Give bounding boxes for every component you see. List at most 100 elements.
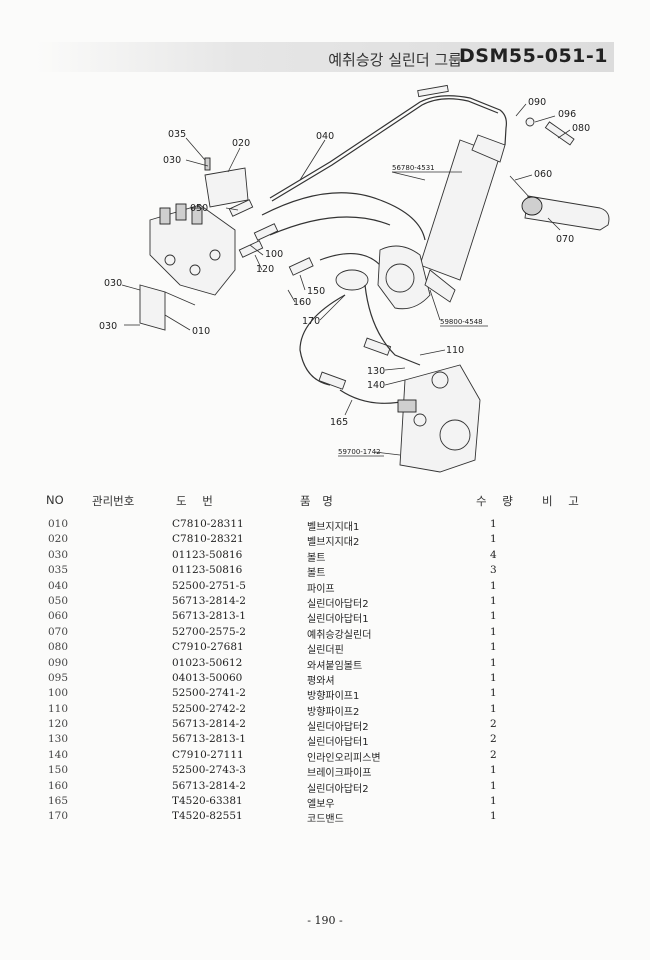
pipe-040 — [269, 95, 507, 199]
row-no: 110 — [48, 702, 69, 715]
row-drawing-no: T4520-82551 — [172, 810, 243, 823]
cylinder-070 — [509, 175, 610, 231]
row-qty: 1 — [490, 795, 497, 808]
callout-060: 060 — [534, 169, 552, 180]
callout-040: 040 — [316, 131, 334, 142]
row-drawing-no: 04013-50060 — [172, 671, 243, 684]
row-drawing-no: 01023-50612 — [172, 656, 243, 669]
header-drawing-no: 도 번 — [176, 494, 219, 508]
row-part-name: 실린더아답터1 — [307, 737, 369, 749]
row-drawing-no: 56713-2813-1 — [172, 733, 246, 746]
row-no: 070 — [48, 625, 69, 638]
row-no: 165 — [48, 795, 69, 808]
callout-096: 096 — [558, 109, 576, 120]
row-drawing-no: T4520-63381 — [172, 795, 243, 808]
row-part-name: 와셔붙임볼트 — [307, 660, 363, 672]
callout-120: 120 — [256, 264, 274, 275]
row-part-name: 볼트 — [307, 552, 326, 564]
row-qty: 1 — [490, 533, 497, 546]
header-part-name: 품 명 — [300, 494, 337, 508]
row-no: 095 — [48, 671, 69, 684]
row-part-name: 브레이크파이프 — [307, 768, 372, 780]
bracket-010 — [139, 284, 166, 331]
row-qty: 1 — [490, 518, 497, 530]
header-remark: 비 고 — [542, 494, 585, 508]
row-drawing-no: C7810-28311 — [172, 518, 244, 530]
row-qty: 4 — [490, 548, 497, 561]
leader-lines — [121, 103, 571, 456]
page-number: - 190 - — [307, 914, 343, 927]
ref-59800-4548: 59800-4548 — [440, 318, 483, 326]
row-qty: 1 — [490, 656, 497, 669]
row-qty: 1 — [490, 764, 497, 777]
row-no: 050 — [48, 594, 69, 607]
callout-100: 100 — [265, 249, 283, 260]
fittings — [228, 199, 392, 390]
row-no: 150 — [48, 764, 69, 777]
row-no: 040 — [48, 579, 69, 592]
page-title-code: DSM55-051-1 — [459, 45, 608, 67]
row-drawing-no: 01123-50816 — [172, 548, 243, 561]
row-qty: 1 — [490, 594, 497, 607]
row-part-name: 파이프 — [307, 583, 335, 595]
row-drawing-no: 52700-2575-2 — [172, 625, 246, 638]
pipe-100 — [261, 192, 426, 241]
row-qty: 2 — [490, 733, 497, 746]
bracket-020 — [204, 167, 249, 208]
callout-160: 160 — [293, 297, 311, 308]
row-drawing-no: 01123-50816 — [172, 564, 243, 577]
band-170 — [335, 269, 369, 291]
header-qty: 수 량 — [476, 494, 519, 508]
hydraulic-body — [397, 364, 481, 473]
row-drawing-no: 56713-2813-1 — [172, 610, 246, 623]
row-qty: 1 — [490, 810, 497, 823]
row-qty: 1 — [490, 687, 497, 700]
header-no: NO — [46, 493, 64, 507]
row-no: 120 — [48, 718, 69, 731]
table-row: 030 01123-50816 볼트 4 — [0, 549, 650, 564]
row-no: 100 — [48, 687, 69, 700]
row-part-name: 코드밴드 — [307, 814, 344, 826]
row-no: 130 — [48, 733, 69, 746]
callout-170: 170 — [302, 316, 320, 327]
ref-56780-4531: 56780-4531 — [392, 164, 435, 172]
page-title-korean: 예취승강 실린더 그룹 — [328, 51, 462, 69]
callout-030-bottom: 030 — [99, 321, 117, 332]
callout-030-left: 030 — [104, 278, 122, 289]
callout-130: 130 — [367, 366, 385, 377]
table-row: 060 56713-2813-1 실린더아답터1 1 — [0, 610, 650, 625]
callout-010: 010 — [192, 326, 210, 337]
row-no: 060 — [48, 610, 69, 623]
row-qty: 1 — [490, 610, 497, 623]
row-no: 030 — [48, 548, 69, 561]
row-part-name: 실린더핀 — [307, 645, 344, 657]
lift-frame — [377, 134, 506, 310]
pin-080 — [544, 121, 575, 146]
row-drawing-no: 56713-2814-2 — [172, 779, 246, 792]
callout-020: 020 — [232, 138, 250, 149]
row-part-name: 벨브지지대2 — [307, 537, 360, 549]
row-no: 020 — [48, 533, 69, 546]
row-part-name: 실린더아답터2 — [307, 598, 369, 610]
row-part-name: 실린더아답터2 — [307, 783, 369, 795]
table-row: 130 56713-2813-1 실린더아답터1 2 — [0, 733, 650, 748]
callout-150: 150 — [307, 286, 325, 297]
row-part-name: 벨브지지대1 — [307, 522, 360, 533]
row-drawing-no: 56713-2814-2 — [172, 718, 246, 731]
row-part-name: 실린더아답터1 — [307, 614, 369, 626]
row-drawing-no: C7910-27681 — [172, 641, 244, 654]
row-part-name: 인라인오리피스변 — [307, 752, 381, 764]
valve-block — [149, 203, 236, 296]
